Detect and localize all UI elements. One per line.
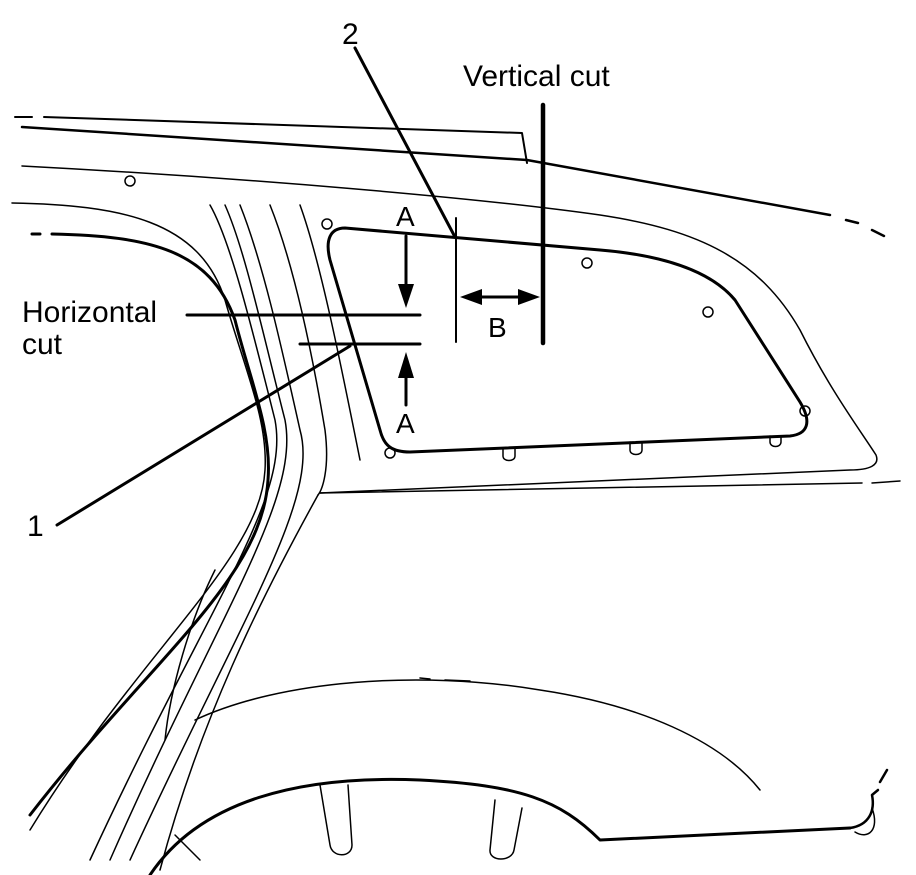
dimension-a-top-label: A [396,201,415,232]
horizontal-cut-label-line1: Horizontal [22,296,158,329]
dimension-a-lower-arrow [398,352,414,407]
quarter-window-opening [124,175,811,462]
callout-1-leader [55,344,352,527]
dimension-b-label: B [488,312,507,343]
wheel-arch [148,677,889,875]
callout-1-label: 1 [27,510,44,543]
dimension-a-upper-arrow [398,234,414,308]
roof-outline [14,116,901,494]
horizontal-cut-label-line2: cut [22,328,63,361]
dimension-a-bottom-label: A [396,408,415,439]
dimension-b-arrow [460,289,540,305]
pillar-contours [11,202,361,871]
vertical-cut-label: Vertical cut [463,60,610,93]
callout-2-label: 2 [342,18,359,51]
callout-2-leader [353,46,457,239]
